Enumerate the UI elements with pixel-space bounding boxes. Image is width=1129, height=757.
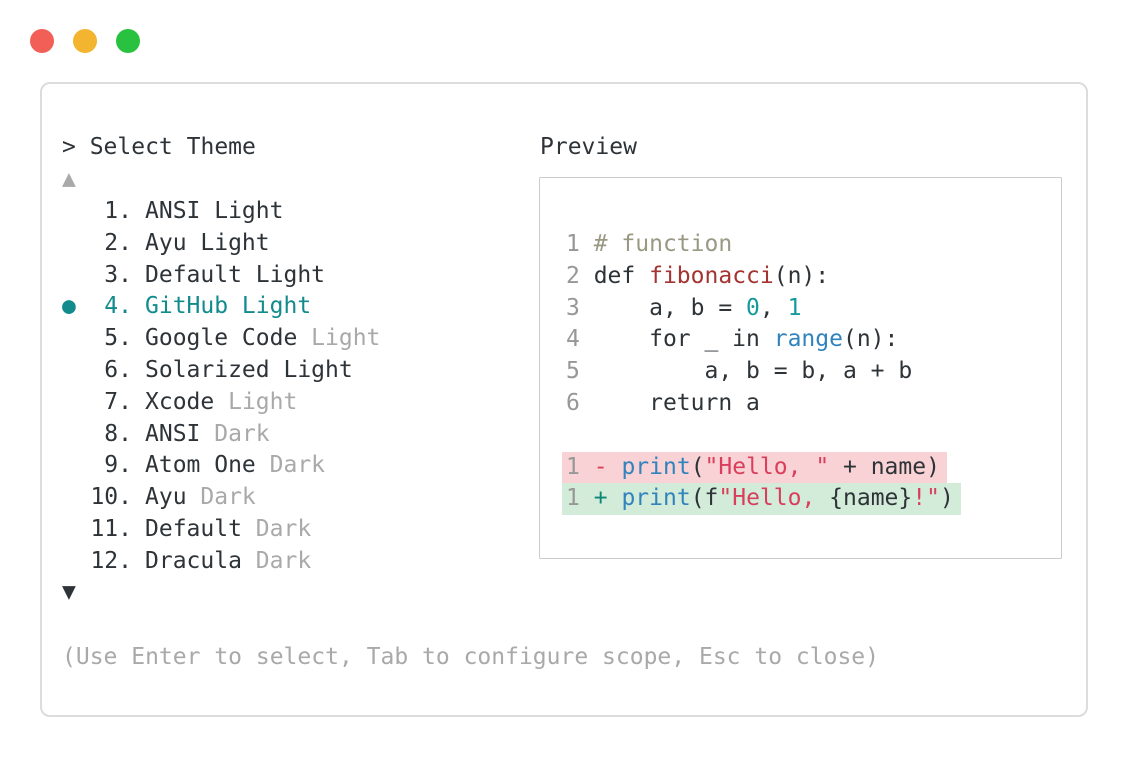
- diff-removed-line: 1 - print("Hello, " + name): [562, 451, 1061, 484]
- item-variant-label: Dark: [255, 547, 312, 574]
- diff-removed-highlight: 1 - print("Hello, " + name): [562, 451, 947, 484]
- item-label: Solarized Light: [145, 356, 353, 383]
- item-number: 11.: [90, 515, 132, 542]
- code-line-1: 1 # function: [566, 231, 733, 257]
- theme-option-atom-one-dark[interactable]: 9. Atom One Dark: [62, 450, 380, 482]
- theme-option-xcode-light[interactable]: 7. Xcode Light: [62, 387, 380, 419]
- bullet-placeholder: [62, 196, 90, 228]
- bullet-placeholder: [62, 514, 90, 546]
- diff-added-highlight: 1 + print(f"Hello, {name}!"): [562, 483, 961, 516]
- theme-selector-window: > Select Theme ▲ 1. ANSI Light 2. Ayu Light…: [40, 82, 1088, 717]
- theme-option-ansi-dark[interactable]: 8. ANSI Dark: [62, 419, 380, 451]
- item-label: Dracula Dark: [145, 547, 312, 574]
- theme-option-solarized-light[interactable]: 6. Solarized Light: [62, 355, 380, 387]
- item-label: ANSI Light: [145, 198, 284, 224]
- code-sample: 1 # function 2 def fibonacci(n): 3 a, b = …: [562, 229, 1061, 516]
- code-line-2: 2 def fibonacci(n):: [566, 262, 830, 289]
- item-variant-label: Light: [228, 388, 298, 415]
- bullet-placeholder: [62, 482, 90, 514]
- bullet-placeholder: [62, 355, 90, 387]
- item-variant-label: Light: [311, 325, 381, 352]
- bullet-placeholder: [62, 260, 90, 292]
- theme-option-google-code-light[interactable]: 5. Google Code Light: [62, 323, 380, 355]
- bullet-placeholder: [62, 419, 90, 451]
- help-hint: (Use Enter to select, Tab to configure s…: [62, 644, 879, 670]
- item-number: 1.: [104, 198, 132, 224]
- code-line-3: 3 a, b = 0, 1: [566, 294, 802, 321]
- select-theme-prompt: > Select Theme: [62, 134, 256, 160]
- selected-bullet: ●: [62, 293, 76, 320]
- item-label: Default Light: [145, 261, 326, 288]
- item-number: 5.: [104, 325, 132, 352]
- minimize-button[interactable]: [73, 29, 97, 53]
- item-variant-label: Dark: [214, 420, 270, 447]
- item-label: GitHub Light: [145, 293, 312, 320]
- bullet-placeholder: [62, 546, 90, 578]
- theme-option-ayu-dark[interactable]: 10. Ayu Dark: [62, 482, 380, 514]
- item-number: 6.: [104, 356, 132, 383]
- bullet-placeholder: [62, 450, 90, 482]
- code-line-6: 6 return a: [566, 389, 760, 416]
- item-number: 3.: [104, 261, 132, 288]
- bullet-placeholder: [62, 323, 90, 355]
- scroll-down-indicator[interactable]: ▼: [62, 579, 76, 605]
- item-label: ANSI Dark: [145, 420, 270, 447]
- item-label: Default Dark: [145, 515, 312, 542]
- theme-list: 1. ANSI Light 2. Ayu Light 3. Default Light ● 4…: [62, 196, 380, 578]
- item-number: 9.: [104, 452, 132, 479]
- blank-line: [566, 420, 1061, 452]
- preview-title: Preview: [540, 134, 637, 160]
- bullet-placeholder: [62, 228, 90, 260]
- scroll-up-indicator[interactable]: ▲: [62, 166, 76, 192]
- item-number: 7.: [104, 388, 132, 415]
- item-variant-label: Dark: [255, 515, 312, 542]
- preview-pane: 1 # function 2 def fibonacci(n): 3 a, b = …: [539, 177, 1062, 559]
- item-label: Xcode Light: [145, 388, 298, 415]
- item-label: Google Code Light: [145, 325, 381, 352]
- window-controls: [30, 29, 140, 53]
- theme-option-default-dark[interactable]: 11. Default Dark: [62, 514, 380, 546]
- item-number: 2.: [104, 229, 132, 256]
- theme-option-ansi-light[interactable]: 1. ANSI Light: [62, 196, 380, 228]
- theme-option-default-light[interactable]: 3. Default Light: [62, 260, 380, 292]
- code-line-4: 4 for _ in range(n):: [566, 326, 899, 353]
- item-number: 4.: [104, 293, 132, 320]
- item-variant-label: Dark: [200, 484, 256, 511]
- item-label: Atom One Dark: [145, 452, 326, 479]
- zoom-button[interactable]: [116, 29, 140, 53]
- item-number: 8.: [104, 420, 132, 447]
- theme-option-ayu-light[interactable]: 2. Ayu Light: [62, 228, 380, 260]
- item-number: 12.: [90, 547, 132, 574]
- close-button[interactable]: [30, 29, 54, 53]
- item-label: Ayu Dark: [145, 484, 256, 511]
- theme-option-dracula-dark[interactable]: 12. Dracula Dark: [62, 546, 380, 578]
- bullet-placeholder: [62, 387, 90, 419]
- theme-option-github-light[interactable]: ● 4. GitHub Light: [62, 291, 380, 323]
- item-number: 10.: [90, 484, 132, 511]
- code-line-5: 5 a, b = b, a + b: [566, 358, 913, 385]
- diff-added-line: 1 + print(f"Hello, {name}!"): [562, 483, 1061, 516]
- item-label: Ayu Light: [145, 229, 270, 256]
- item-variant-label: Dark: [269, 452, 326, 479]
